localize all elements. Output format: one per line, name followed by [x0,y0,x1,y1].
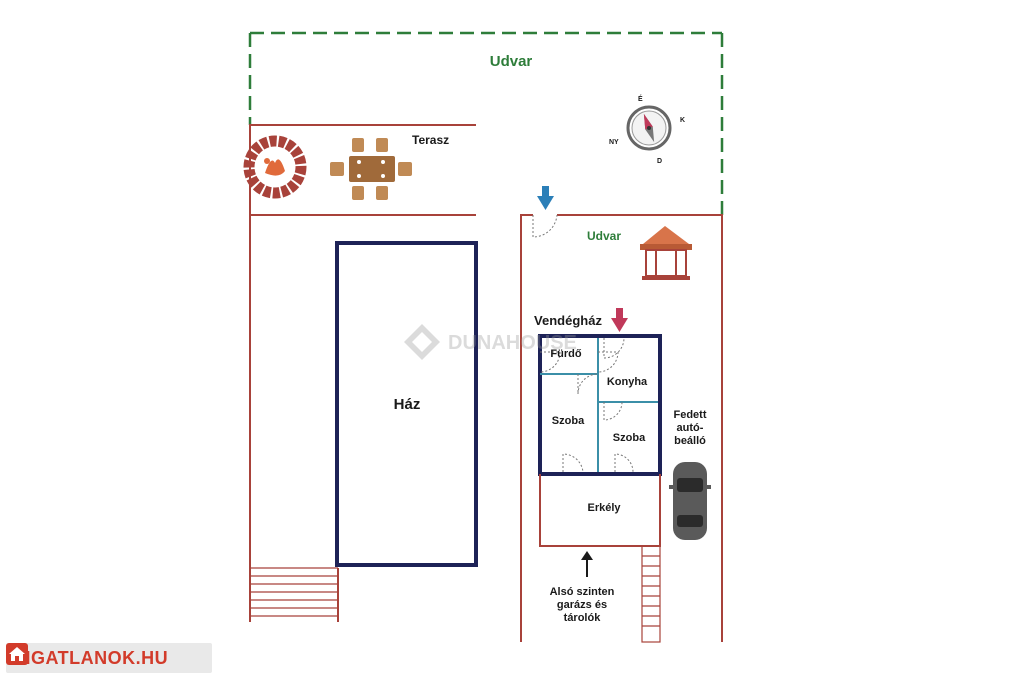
yard-label-top: Udvar [490,53,533,70]
compass-west: NY [609,139,619,146]
entrance-arrow-icon [537,186,554,210]
room-right-label: Szoba [613,432,646,444]
house-logo-icon [6,643,28,665]
compass-north: É [638,94,643,103]
doors [532,214,634,473]
watermark-text: DUNAHOUSE [448,332,577,354]
property-walls [249,124,723,642]
yard-label-right: Udvar [587,229,621,243]
dining-table-icon [330,138,412,200]
up-arrow-icon [581,551,593,577]
brand-badge: INGATLANOK.HU [6,643,212,673]
fire-pit-icon [243,135,307,199]
guesthouse-label: Vendégház [534,313,602,328]
watermark-logo: DUNAHOUSE [404,324,577,360]
carport-label-line2: autó- [677,422,704,434]
brand-text: INGATLANOK.HU [12,647,169,668]
compass-east: K [680,117,685,124]
balcony-label: Erkély [587,502,621,514]
carport-label-line1: Fedett [674,409,707,421]
lower-level-label-line2: garázs és [557,599,607,611]
lower-level-label-line3: tárolók [564,612,602,624]
terrace-label: Terasz [412,133,449,147]
guesthouse [538,334,662,547]
lower-level-label-line1: Alsó szinten [550,586,615,598]
guesthouse-entrance-arrow-icon [611,308,628,332]
compass-south: D [657,158,662,165]
carport-label-line3: beálló [674,435,706,447]
stairs-left [250,567,338,617]
kitchen-label: Konyha [607,376,648,388]
room-left-label: Szoba [552,415,585,427]
yard-boundary [248,31,724,215]
main-house [335,241,478,567]
house-label: Ház [394,396,421,413]
stairs-right [641,545,661,643]
compass-icon [626,105,672,151]
car-icon [669,462,711,540]
bathroom-label: Fürdő [550,348,581,360]
gazebo-icon [640,226,692,280]
